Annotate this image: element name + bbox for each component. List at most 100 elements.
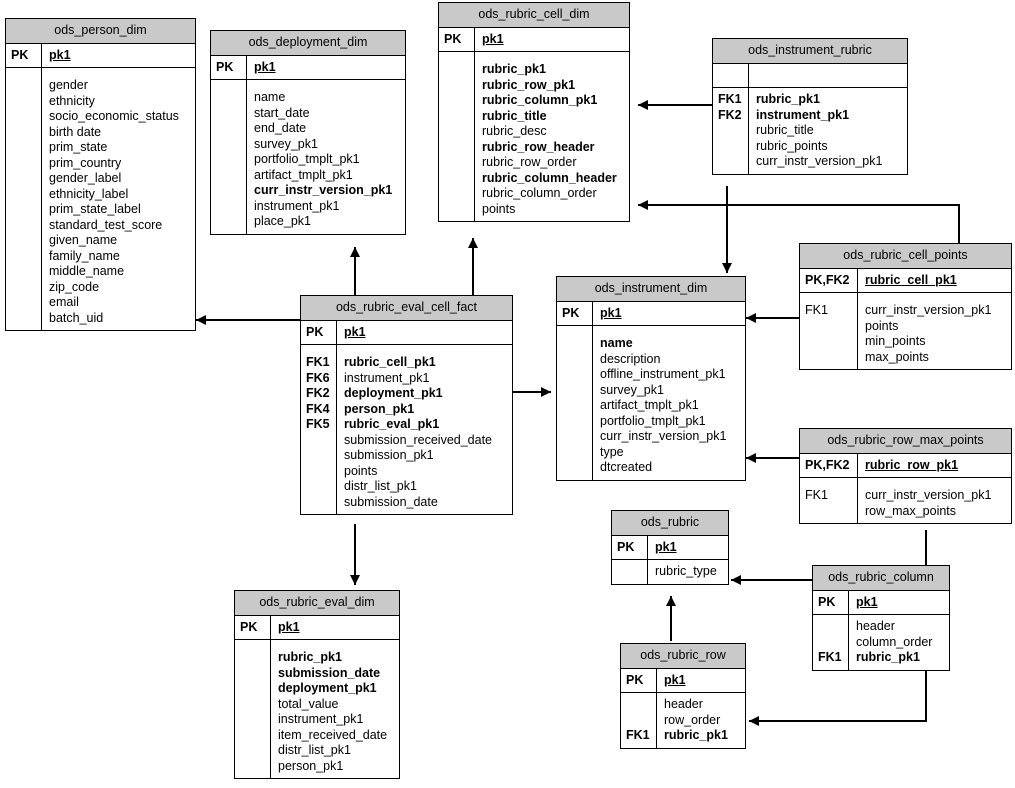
attr-column: rubric_pk1 instrument_pk1 rubric_title r… <box>749 88 907 174</box>
fk-label: FK1 <box>818 650 842 664</box>
entity-ods-instrument-rubric[interactable]: ods_instrument_rubric FK1 FK2 rubric_pk1… <box>712 38 908 175</box>
attr-row: prim_state_label <box>49 202 141 216</box>
attr-row: points <box>865 318 899 333</box>
pk-section <box>713 63 907 87</box>
key-column <box>713 63 749 87</box>
attr-section: FK1 curr_instr_version_pk1 points min_po… <box>800 292 1011 369</box>
key-column: PK <box>612 535 648 559</box>
entity-ods-rubric-column[interactable]: ods_rubric_column PK pk1 FK1 header colu… <box>812 565 950 671</box>
attr-column: curr_instr_version_pk1 row_max_points <box>858 478 1011 523</box>
fk-label: FK1 <box>306 355 330 369</box>
attr-row: birth date <box>49 124 102 139</box>
key-column: PK,FK2 <box>800 268 858 292</box>
entity-ods-instrument-dim[interactable]: ods_instrument_dim PK pk1 name descripti… <box>556 276 746 481</box>
attr-column: pk1 <box>600 305 622 320</box>
attr-row: family_name <box>49 248 120 263</box>
attr-row: rubric_type <box>655 564 717 578</box>
attr-row: rubric_column_header <box>482 170 617 185</box>
fk-label: FK2 <box>306 386 330 400</box>
attr-row: given_name <box>49 233 118 247</box>
attr-row: header <box>664 697 703 711</box>
attr-section: rubric_pk1 submission_date deployment_pk… <box>235 639 399 778</box>
attr-column: curr_instr_version_pk1 points min_points… <box>858 293 1011 369</box>
attr-row: email <box>49 295 79 309</box>
pk-section: PK pk1 <box>612 535 728 559</box>
attr-row: instrument_pk1 <box>254 198 340 213</box>
attr-row: deployment_pk1 <box>344 386 443 400</box>
entity-ods-rubric-cell-dim[interactable]: ods_rubric_cell_dim PK pk1 rubric_pk1 ru… <box>438 2 630 222</box>
attr-column: pk1 <box>254 59 276 74</box>
attr-section: FK1 FK2 rubric_pk1 instrument_pk1 rubric… <box>713 87 907 174</box>
attr-row: rubric_row_order <box>482 155 577 169</box>
attr-column: pk1 <box>856 594 878 609</box>
entity-ods-rubric-cell-points[interactable]: ods_rubric_cell_points PK,FK2 rubric_cel… <box>799 243 1012 370</box>
attr-row: instrument_pk1 <box>756 107 850 122</box>
attr-section: name start_date end_date survey_pk1 port… <box>211 79 405 234</box>
attr-section: rubric_pk1 rubric_row_pk1 rubric_column_… <box>439 51 629 221</box>
attr-section: FK1 curr_instr_version_pk1 row_max_point… <box>800 477 1011 523</box>
key-column <box>612 560 648 584</box>
fk-label: FK1 <box>805 488 828 502</box>
fk-label: FK1 <box>805 303 828 317</box>
attr-row: middle_name <box>49 264 125 278</box>
entity-title: ods_instrument_rubric <box>713 39 907 64</box>
attr-column: rubric_type <box>648 560 728 584</box>
pk-section: PK pk1 <box>439 27 629 51</box>
entity-title: ods_rubric <box>612 511 728 536</box>
attr-row: column_order <box>856 634 933 649</box>
key-column <box>211 80 247 234</box>
attr-column: name description offline_instrument_pk1 … <box>593 326 745 480</box>
attr-row: distr_list_pk1 <box>278 743 351 757</box>
attr-row: batch_uid <box>49 310 104 325</box>
attr-column: rubric_pk1 submission_date deployment_pk… <box>271 640 399 778</box>
attr-row: submission_date <box>278 665 381 680</box>
attr-row: row_order <box>664 712 721 727</box>
attr-row: submission_pk1 <box>344 448 434 462</box>
key-column: FK1 FK2 <box>713 88 749 174</box>
attr-row: person_pk1 <box>344 401 415 416</box>
key-column <box>235 640 271 778</box>
attr-section: FK1 header row_order rubric_pk1 <box>621 692 745 748</box>
entity-ods-deployment-dim[interactable]: ods_deployment_dim PK pk1 name start_dat… <box>210 30 406 235</box>
attr-row: standard_test_score <box>49 217 163 232</box>
attr-row: gender <box>49 78 88 92</box>
attr-row: gender_label <box>49 171 122 185</box>
entity-ods-rubric-row[interactable]: ods_rubric_row PK pk1 FK1 header row_ord… <box>620 643 746 749</box>
entity-ods-rubric[interactable]: ods_rubric PK pk1 rubric_type <box>611 510 729 585</box>
attr-section: gender ethnicity socio_economic_status b… <box>6 67 195 330</box>
entity-ods-rubric-eval-cell-fact[interactable]: ods_rubric_eval_cell_fact PK pk1 FK1 FK6… <box>300 295 513 515</box>
key-column: PK <box>621 668 657 692</box>
pk-section: PK pk1 <box>557 301 745 325</box>
attr-row: rubric_column_pk1 <box>482 93 598 107</box>
attr-section: name description offline_instrument_pk1 … <box>557 325 745 480</box>
entity-title: ods_deployment_dim <box>211 31 405 56</box>
attr-column: pk1 <box>278 619 300 634</box>
entity-title: ods_rubric_column <box>813 566 949 591</box>
pk-section: PK pk1 <box>813 590 949 614</box>
attr-row: rubric_pk1 <box>482 62 546 76</box>
attr-row: rubric_eval_pk1 <box>344 417 440 431</box>
attr-row: rubric_row_pk1 <box>482 77 576 92</box>
key-column: PK <box>301 320 337 344</box>
entity-title: ods_person_dim <box>6 19 195 44</box>
attr-row: curr_instr_version_pk1 <box>600 429 727 443</box>
key-column: FK1 <box>813 615 849 670</box>
entity-title: ods_rubric_cell_points <box>800 244 1011 269</box>
attr-row: rubric_points <box>756 138 828 153</box>
attr-row: prim_state <box>49 140 108 154</box>
attr-row: curr_instr_version_pk1 <box>254 183 393 197</box>
attr-row: rubric_column_order <box>482 186 597 200</box>
attr-row: survey_pk1 <box>600 382 664 397</box>
entity-ods-rubric-eval-dim[interactable]: ods_rubric_eval_dim PK pk1 rubric_pk1 su… <box>234 590 400 779</box>
key-column: PK <box>235 615 271 639</box>
entity-ods-person-dim[interactable]: ods_person_dim PK pk1 gender ethnicity s… <box>5 18 196 331</box>
entity-ods-rubric-row-max-points[interactable]: ods_rubric_row_max_points PK,FK2 rubric_… <box>799 428 1012 524</box>
attr-row: header <box>856 619 895 633</box>
attr-row: rubric_pk1 <box>856 650 920 664</box>
attr-column: pk1 <box>655 539 677 554</box>
attr-row: start_date <box>254 105 310 120</box>
attr-row: place_pk1 <box>254 214 311 228</box>
attr-column: pk1 <box>482 31 504 46</box>
attr-row: prim_country <box>49 155 122 170</box>
